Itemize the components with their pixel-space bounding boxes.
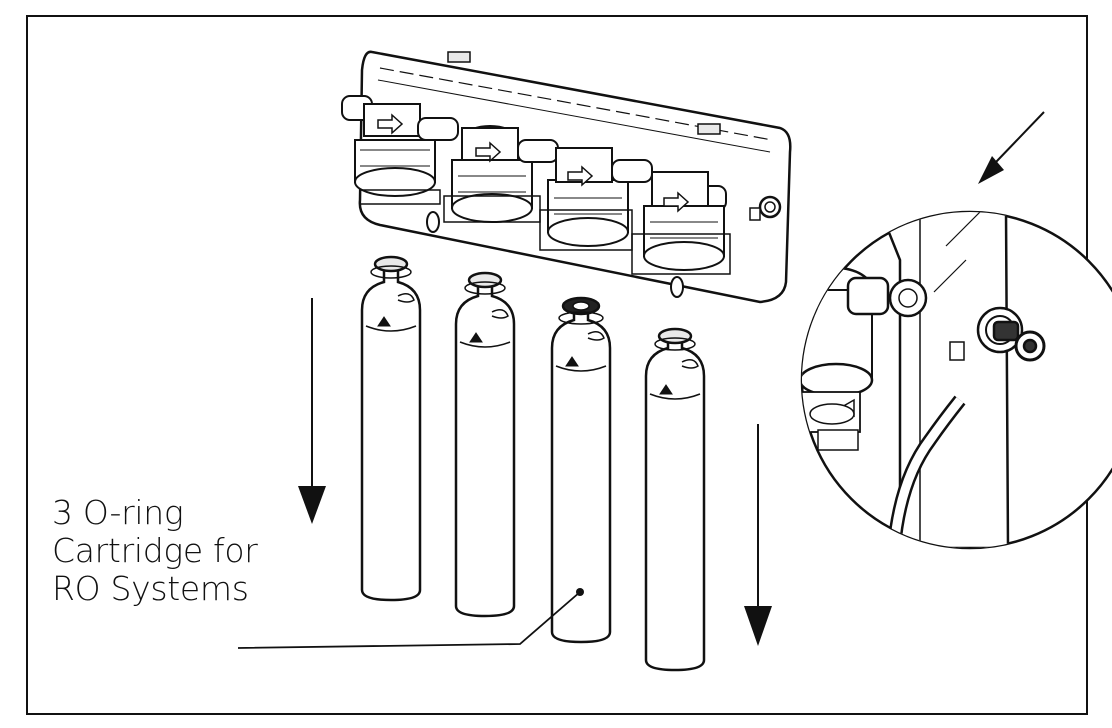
pointer-arrow-icon — [978, 111, 1045, 184]
cartridges — [360, 255, 706, 672]
callout-line-2: Cartridge for — [52, 531, 258, 570]
zoom-detail — [800, 210, 1112, 550]
cartridge-1 — [360, 255, 422, 602]
callout-line-1: 3 O-ring — [52, 493, 184, 532]
filter-head-3 — [517, 139, 629, 247]
cartridge-3 — [550, 296, 612, 644]
cartridge-4 — [644, 327, 706, 672]
down-arrow-icon — [744, 424, 772, 646]
cartridge-callout-label: 3 O-ring Cartridge for RO Systems — [52, 494, 258, 608]
filter-heads — [341, 95, 731, 275]
filter-head-1 — [341, 95, 436, 197]
callout-line-3: RO Systems — [52, 569, 249, 608]
filter-head-2 — [417, 117, 533, 223]
callout-leader — [237, 588, 584, 649]
filter-head-4 — [611, 159, 727, 271]
cartridge-2 — [454, 271, 516, 618]
down-arrow-icon — [298, 298, 326, 524]
flow-direction-arrow-icon — [377, 113, 404, 135]
